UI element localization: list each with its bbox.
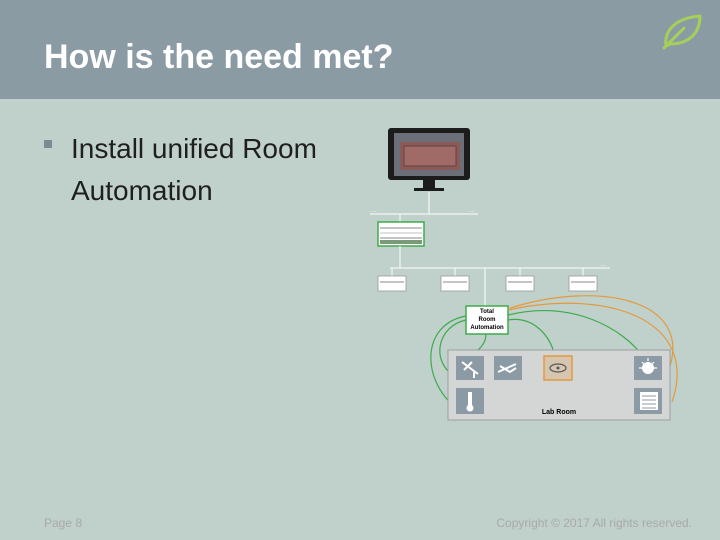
- tra-label-line-3: Automation: [470, 325, 504, 331]
- tra-label-line-2: Room: [479, 317, 496, 323]
- workstation-monitor-icon: [388, 128, 470, 191]
- slide-title: How is the need met?: [44, 38, 394, 76]
- copyright-notice: Copyright © 2017 All rights reserved.: [496, 516, 692, 530]
- radiator-icon: [634, 388, 662, 414]
- room-automation-diagram: .... .... .... Total Room Aut: [370, 128, 678, 421]
- bullet-item: Install unified Room Automation: [71, 133, 317, 206]
- page-number: Page 8: [44, 516, 83, 530]
- tra-label-line-1: Total: [480, 309, 494, 315]
- temperature-sensor-icon: [456, 388, 484, 414]
- blind-control-icon: [456, 356, 484, 380]
- room-controller-icon: [377, 268, 407, 292]
- slide-header: How is the need met?: [0, 0, 720, 99]
- light-icon: [634, 356, 662, 380]
- network-ellipsis-right: ....: [468, 208, 475, 214]
- field-bus-ellipsis: ....: [600, 262, 607, 268]
- damper-icon: [494, 356, 522, 380]
- building-controller-icon: [377, 221, 425, 247]
- leaf-logo-icon: [662, 14, 702, 50]
- room-controller-icon: [440, 268, 470, 292]
- room-controller-icon: [568, 268, 598, 292]
- bullet-square-icon: [44, 140, 52, 148]
- total-room-automation-box: Total Room Automation: [465, 305, 509, 335]
- network-ellipsis-left: ....: [370, 208, 377, 214]
- occupancy-sensor-icon: [543, 355, 573, 381]
- lab-room-label: Lab Room: [542, 409, 576, 416]
- room-controller-icon: [505, 268, 535, 292]
- control-connectors: [430, 295, 678, 409]
